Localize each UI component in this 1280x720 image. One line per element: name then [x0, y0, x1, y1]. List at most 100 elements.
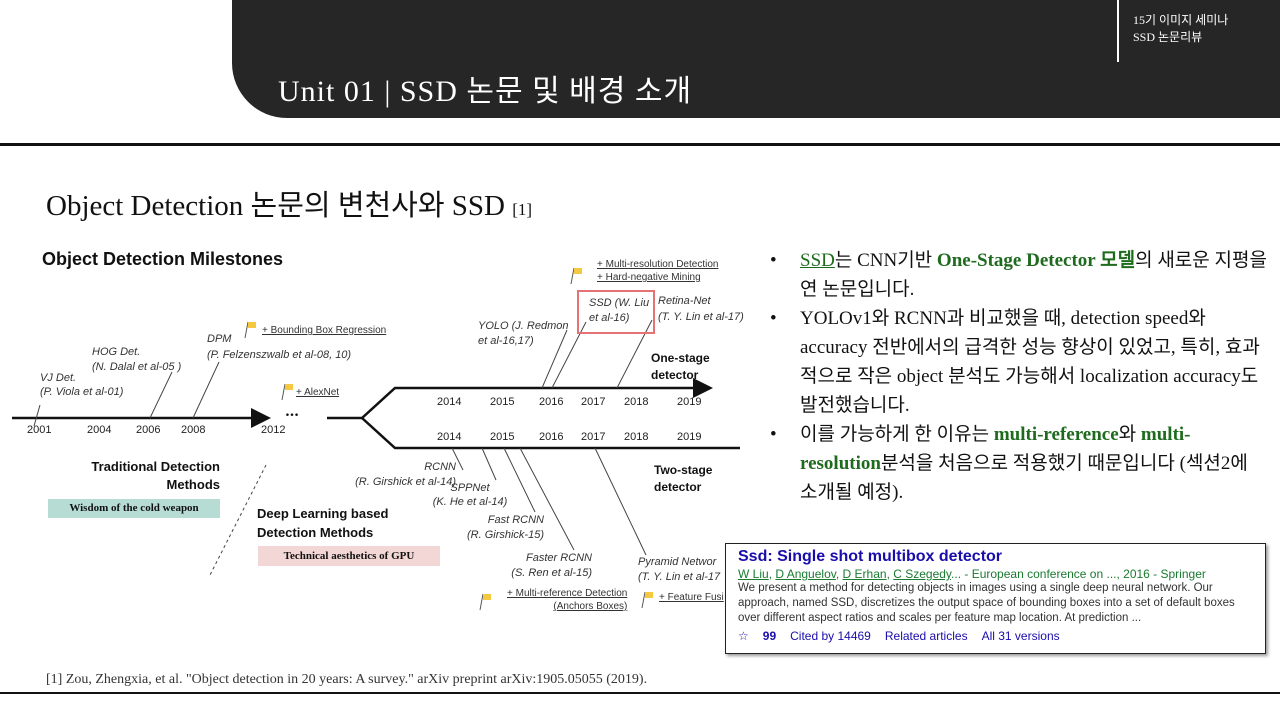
bullet-text: 분석을 처음으로 적용했기 때문입니다 (섹션2에 소개될 예정).	[800, 453, 1248, 503]
year-label: 2001	[27, 424, 52, 436]
bullet-text: 이를 가능하게 한 이유는	[800, 424, 994, 445]
bullet-text: multi-reference	[993, 424, 1119, 445]
milestone-vj-author: (P. Viola et al-01)	[40, 386, 124, 398]
one-stage-label: detector	[651, 368, 699, 382]
header-divider	[1117, 0, 1119, 62]
note-bbox-regression: + Bounding Box Regression	[262, 325, 387, 336]
footnote: [1] Zou, Zhengxia, et al. "Object detect…	[46, 672, 648, 687]
milestone-fast-rcnn: Fast RCNN	[487, 514, 544, 526]
header-bar	[232, 0, 1280, 118]
milestone-yolo: YOLO (J. Redmon	[478, 320, 569, 332]
author-link[interactable]: D Anguelov	[775, 567, 836, 581]
milestone-dpm: DPM	[207, 333, 232, 345]
year-label: 2014	[437, 396, 462, 408]
paper-authors: W Liu, D Anguelov, D Erhan, C Szegedy...…	[738, 567, 1206, 581]
year-label: 2016	[539, 431, 564, 443]
milestone-dpm-author: (P. Felzenszwalb et al-08, 10)	[207, 349, 352, 361]
star-icon[interactable]: ☆	[738, 629, 749, 643]
milestone-fpn-author: (T. Y. Lin et al-17	[638, 571, 721, 583]
flag-icon	[641, 591, 653, 609]
flag-icons	[244, 267, 653, 611]
paper-title-link[interactable]: Ssd: Single shot multibox detector	[738, 548, 1003, 565]
quote-icon[interactable]: 99	[762, 629, 777, 643]
scholar-result-card: Ssd: Single shot multibox detector W Liu…	[725, 543, 1266, 654]
milestone-rcnn: RCNN	[424, 461, 456, 473]
milestone-hog-author: (N. Dalal et al-05 )	[92, 361, 182, 373]
note-feature-fusion: + Feature Fusi	[659, 592, 724, 603]
diagram-title: Object Detection Milestones	[42, 249, 284, 269]
flag-icon	[570, 267, 582, 285]
two-stage-label: detector	[654, 480, 702, 494]
unit-title: Unit 01 | SSD 논문 및 배경 소개	[278, 75, 693, 108]
timeline-two-stage	[361, 417, 740, 450]
year-label: 2017	[581, 431, 606, 443]
bullet-item: 이를 가능하게 한 이유는 multi-reference와 multi-res…	[770, 420, 1270, 507]
author-link[interactable]: W Liu	[738, 567, 769, 581]
bullet-item: YOLOv1와 RCNN과 비교했을 때, detection speed와 a…	[770, 304, 1270, 420]
two-stage-label: Two-stage	[654, 463, 713, 477]
year-label: 2012	[261, 424, 286, 436]
flag-icon	[281, 383, 293, 401]
milestone-yolo-author: et al-16,17)	[478, 335, 534, 347]
milestone-retina-author: (T. Y. Lin et al-17)	[658, 311, 744, 323]
subtitle-line: 15기 이미지 세미나	[1133, 13, 1229, 27]
note-multiref: + Multi-reference Detection	[507, 588, 628, 599]
bullet-text[interactable]: SSD	[800, 250, 835, 271]
subtitle-line: SSD 논문리뷰	[1133, 30, 1203, 44]
deep-learning-label: Deep Learning based	[257, 506, 389, 521]
milestone-sppnet-author: (K. He et al-14)	[432, 496, 508, 508]
milestone-faster-rcnn-author: (S. Ren et al-15)	[511, 567, 592, 579]
related-articles-link[interactable]: Related articles	[884, 629, 968, 643]
author-link[interactable]: D Erhan	[842, 567, 887, 581]
milestone-retina: Retina-Net	[658, 295, 711, 307]
milestone-rcnn-author: (R. Girshick et al-14)	[355, 476, 456, 488]
milestone-fpn: Pyramid Networ	[638, 556, 717, 568]
note-alexnet: + AlexNet	[296, 387, 340, 398]
traditional-label: Methods	[166, 477, 220, 492]
milestone-sppnet: SPPNet	[450, 482, 490, 494]
year-label: 2018	[624, 431, 649, 443]
reference-mark: [1]	[512, 200, 533, 219]
deep-learning-tag: Technical aesthetics of GPU	[258, 546, 440, 566]
year-label: 2016	[539, 396, 564, 408]
bullet-text: 와	[1118, 424, 1141, 445]
paper-abstract: We present a method for detecting object…	[738, 582, 1235, 624]
one-stage-label: One-stage	[651, 351, 710, 365]
all-versions-link[interactable]: All 31 versions	[981, 629, 1060, 643]
year-label: 2019	[677, 431, 702, 443]
milestone-ssd: SSD (W. Liu	[589, 297, 650, 309]
milestone-fast-rcnn-author: (R. Girshick-15)	[466, 529, 544, 541]
bullet-text: YOLOv1와 RCNN과 비교했을 때, detection speed와 a…	[800, 308, 1260, 416]
year-label: 2018	[624, 396, 649, 408]
timeline-one-stage	[327, 378, 713, 420]
bullet-text: 는 CNN기반	[834, 250, 937, 271]
milestone-faster-rcnn: Faster RCNN	[525, 552, 592, 564]
note-hard-negative: + Hard-negative Mining	[597, 272, 701, 283]
milestone-hog: HOG Det.	[92, 346, 141, 358]
ellipsis: …	[285, 404, 299, 420]
traditional-label: Traditional Detection	[91, 459, 220, 474]
year-label: 2015	[490, 396, 515, 408]
bottom-divider	[0, 692, 1280, 694]
year-label: 2014	[437, 431, 462, 443]
year-label: 2008	[181, 424, 206, 436]
slide-title: Object Detection 논문의 변천사와 SSD [1]	[46, 182, 532, 224]
year-label: 2015	[490, 431, 515, 443]
paper-venue: ... - European conference on ..., 2016 -…	[951, 567, 1206, 581]
deep-learning-label: Detection Methods	[257, 525, 374, 540]
author-link[interactable]: C Szegedy	[893, 567, 952, 581]
cited-by-link[interactable]: Cited by 14469	[790, 629, 871, 643]
milestone-ssd-author: et al-16)	[589, 312, 630, 324]
year-label: 2017	[581, 396, 606, 408]
flag-icon	[244, 321, 256, 339]
flag-icon	[479, 593, 491, 611]
bullet-item: SSD는 CNN기반 One-Stage Detector 모델의 새로운 지평…	[770, 246, 1270, 304]
header-subtitle: 15기 이미지 세미나 SSD 논문리뷰	[1133, 12, 1228, 46]
bullet-text: multi-resolution	[800, 424, 1191, 474]
slide-title-text: Object Detection 논문의 변천사와 SSD	[46, 190, 505, 222]
note-anchor-boxes: (Anchors Boxes)	[553, 601, 628, 612]
ssd-highlight-box	[577, 290, 655, 334]
traditional-tag: Wisdom of the cold weapon	[48, 499, 220, 518]
year-label: 2004	[87, 424, 112, 436]
